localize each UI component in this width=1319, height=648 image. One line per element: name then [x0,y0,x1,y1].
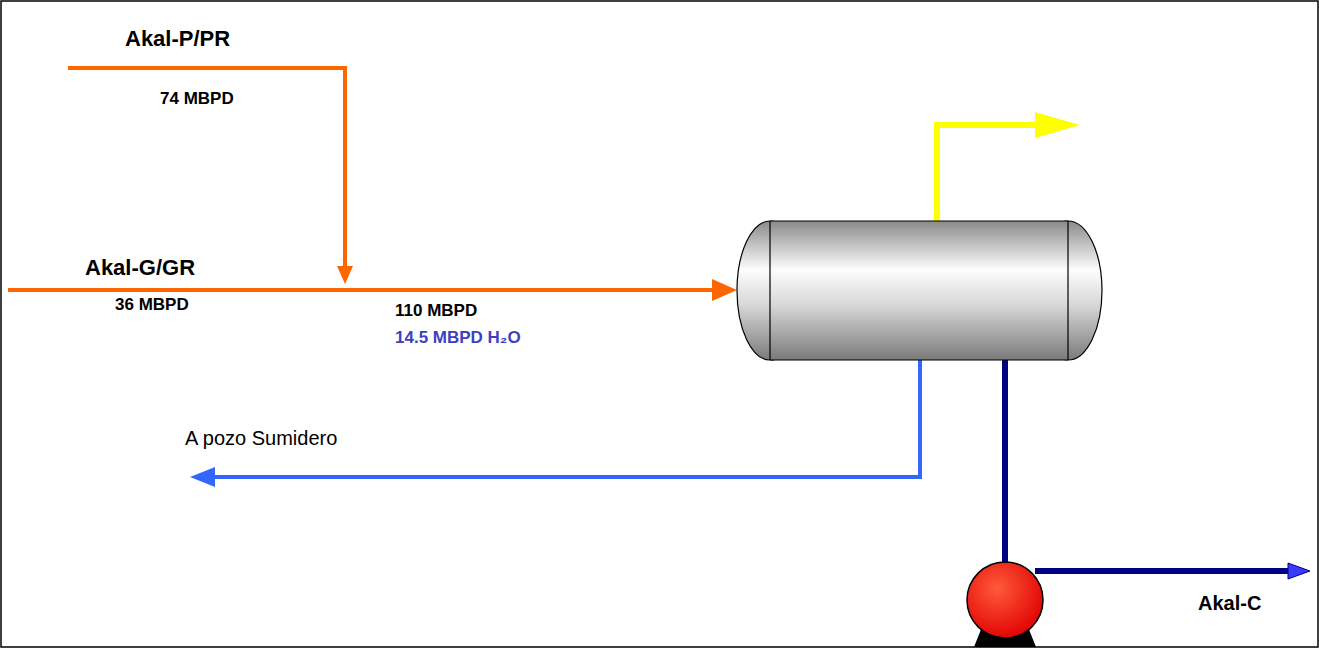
water-line [210,358,920,477]
stream-name: Akal-G/GR [85,255,195,280]
gas-line [937,125,1040,221]
arrow-head [712,279,737,301]
arrow-head [1288,563,1310,579]
arrow-head [1035,112,1080,138]
flow-rate: 36 MBPD [115,295,189,315]
feed-line [8,288,716,292]
arrow-head [190,467,215,487]
destination-label: Akal-C [1198,592,1261,615]
separator-vessel [737,221,1102,360]
flow-rate: 110 MBPD [395,301,477,321]
stream-name: Akal-P/PR [125,26,230,51]
oil-line [1035,568,1292,574]
oil-line [1002,358,1008,565]
arrow-head [337,266,353,284]
flow-rate: 74 MBPD [160,89,234,109]
feed-line [68,68,345,268]
pump-symbol [967,562,1043,647]
water-rate: 14.5 MBPD H₂O [395,328,521,348]
destination-label: A pozo Sumidero [185,427,337,450]
